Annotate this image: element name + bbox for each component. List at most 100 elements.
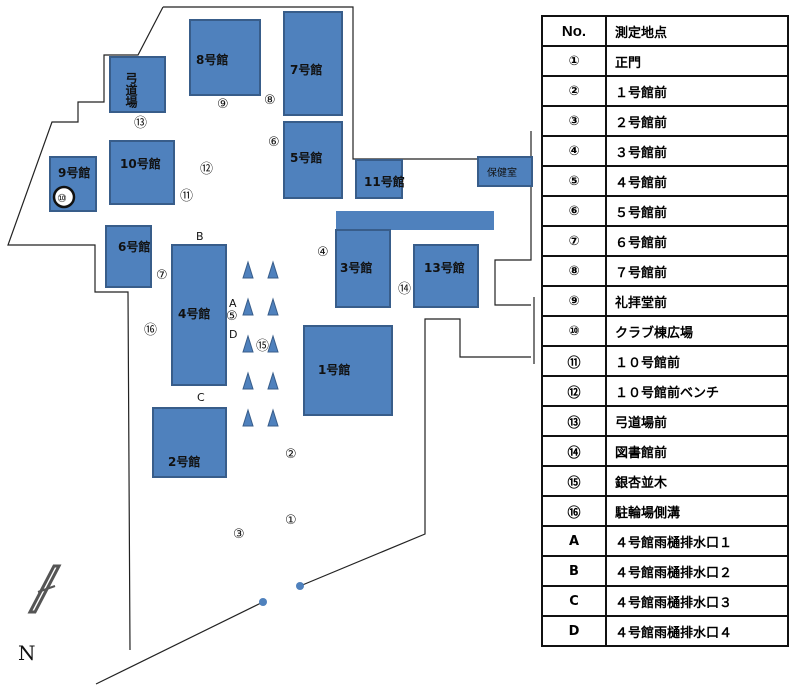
label-b8: 8号館 bbox=[196, 52, 228, 67]
row-name: １０号館前ベンチ bbox=[605, 375, 789, 407]
row-name: 正門 bbox=[605, 45, 789, 77]
marker-1: ① bbox=[285, 513, 297, 528]
building-10 bbox=[109, 140, 175, 205]
label-b11: 11号館 bbox=[364, 174, 405, 189]
table-header: No. 測定地点 bbox=[541, 15, 789, 47]
north-label: N bbox=[18, 641, 36, 665]
label-b2: 2号館 bbox=[168, 454, 200, 469]
label-kyudojo: 弓道場 bbox=[124, 72, 138, 109]
label-b9: 9号館 bbox=[58, 165, 90, 180]
row-no: ② bbox=[541, 75, 607, 107]
building-13 bbox=[413, 244, 479, 308]
label-b5: 5号館 bbox=[290, 150, 322, 165]
building-3-wing bbox=[336, 211, 494, 230]
marker-A: A bbox=[229, 297, 237, 310]
row-no: ⑪ bbox=[541, 345, 607, 377]
row-name: ４号館雨樋排水口２ bbox=[605, 555, 789, 587]
marker-9: ⑨ bbox=[217, 97, 229, 112]
row-name: ４号館雨樋排水口１ bbox=[605, 525, 789, 557]
row-no: ⑤ bbox=[541, 165, 607, 197]
building-11 bbox=[355, 159, 403, 199]
row-no: ① bbox=[541, 45, 607, 77]
label-b13: 13号館 bbox=[424, 260, 465, 275]
row-name: １号館前 bbox=[605, 75, 789, 107]
row-name: ７号館前 bbox=[605, 255, 789, 287]
label-b4: 4号館 bbox=[178, 306, 210, 321]
campus-map: 弓道場 8号館 7号館 5号館 10号館 9号館 11号館 保健室 3号館 13… bbox=[7, 6, 535, 685]
tree-icon bbox=[267, 408, 279, 427]
row-no: A bbox=[541, 525, 607, 557]
row-no: ⑬ bbox=[541, 405, 607, 437]
building-8 bbox=[189, 19, 261, 96]
row-no: B bbox=[541, 555, 607, 587]
marker-11: ⑪ bbox=[180, 189, 193, 204]
compass-icon: N bbox=[18, 564, 62, 665]
label-b3: 3号館 bbox=[340, 260, 372, 275]
tree-icon bbox=[242, 408, 254, 427]
row-no: ⑩ bbox=[541, 315, 607, 347]
gate-post bbox=[259, 598, 267, 606]
boundary-lines bbox=[7, 6, 535, 685]
tree-icon bbox=[267, 371, 279, 390]
marker-10: ⑩ bbox=[57, 192, 67, 205]
label-hokenshitsu: 保健室 bbox=[487, 166, 517, 179]
row-no: ⑧ bbox=[541, 255, 607, 287]
tree-icon bbox=[242, 297, 254, 316]
tree-icon bbox=[267, 297, 279, 316]
buildings bbox=[49, 11, 533, 478]
row-no: ⑫ bbox=[541, 375, 607, 407]
gate-post bbox=[296, 582, 304, 590]
marker-8: ⑧ bbox=[264, 93, 276, 108]
marker-D: D bbox=[229, 328, 237, 341]
row-name: ６号館前 bbox=[605, 225, 789, 257]
row-name: ４号館雨樋排水口３ bbox=[605, 585, 789, 617]
building-1 bbox=[303, 325, 393, 416]
marker-5: ⑤ bbox=[226, 309, 238, 324]
row-no: C bbox=[541, 585, 607, 617]
tree-icon bbox=[242, 334, 254, 353]
highlight-circle bbox=[52, 185, 76, 209]
label-b7: 7号館 bbox=[290, 62, 322, 77]
building-5 bbox=[283, 121, 343, 199]
building-6 bbox=[105, 225, 152, 288]
label-b6: 6号館 bbox=[118, 239, 150, 254]
marker-6: ⑥ bbox=[268, 135, 280, 150]
row-name: ５号館前 bbox=[605, 195, 789, 227]
marker-B: B bbox=[196, 230, 204, 243]
label-b10: 10号館 bbox=[120, 156, 161, 171]
building-labels: 弓道場 8号館 7号館 5号館 10号館 9号館 11号館 保健室 3号館 13… bbox=[58, 52, 517, 469]
measurement-markers: ① ② ③ ④ ⑤ ⑥ ⑦ ⑧ ⑨ ⑩ ⑪ ⑫ ⑬ ⑭ ⑮ ⑯ A B C D bbox=[57, 93, 411, 542]
row-name: 銀杏並木 bbox=[605, 465, 789, 497]
row-no: ⑦ bbox=[541, 225, 607, 257]
marker-13: ⑬ bbox=[134, 116, 147, 131]
row-no: ③ bbox=[541, 105, 607, 137]
row-no: ④ bbox=[541, 135, 607, 167]
row-no: D bbox=[541, 615, 607, 647]
row-name: ４号館前 bbox=[605, 165, 789, 197]
row-name: ２号館前 bbox=[605, 105, 789, 137]
ginkgo-trees bbox=[242, 260, 279, 427]
row-name: 弓道場前 bbox=[605, 405, 789, 437]
marker-12: ⑫ bbox=[200, 162, 213, 177]
building-2 bbox=[152, 407, 227, 478]
marker-4: ④ bbox=[317, 245, 329, 260]
marker-16: ⑯ bbox=[144, 323, 157, 338]
row-name: 礼拝堂前 bbox=[605, 285, 789, 317]
marker-3: ③ bbox=[233, 527, 245, 542]
header-name: 測定地点 bbox=[605, 15, 789, 47]
